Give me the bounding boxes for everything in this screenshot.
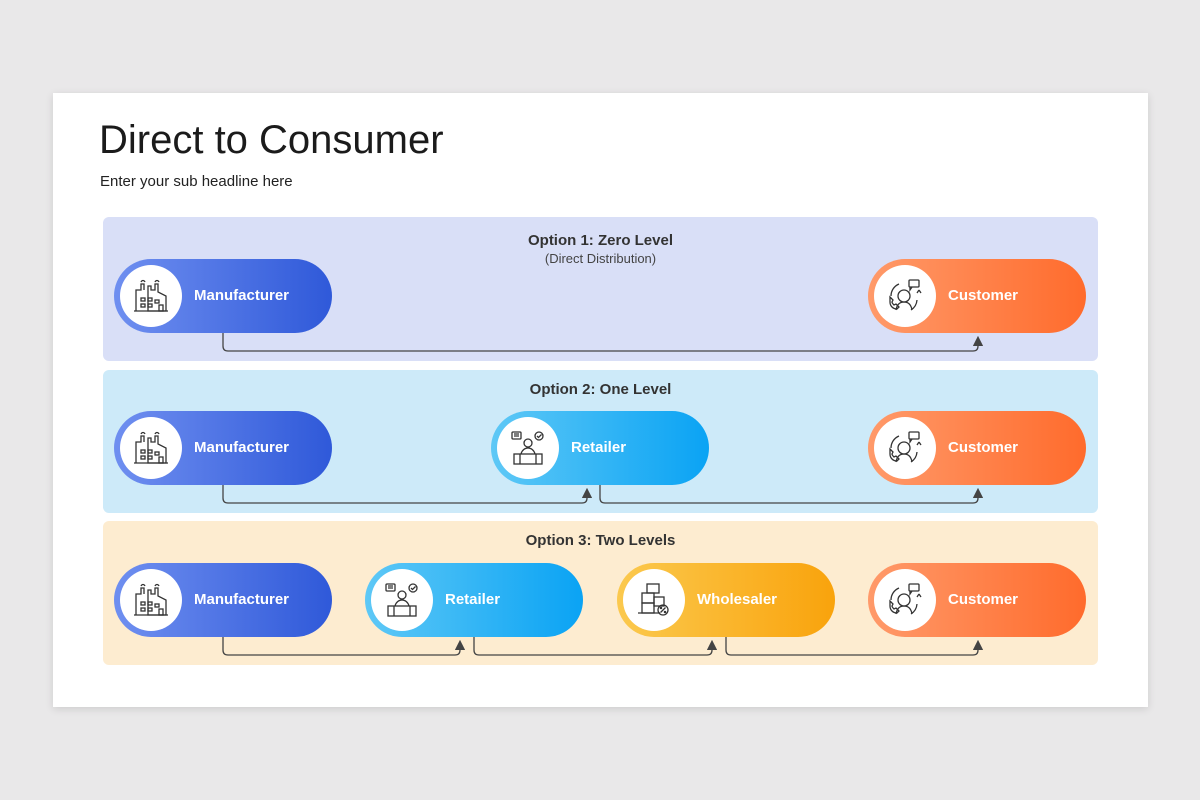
option-3-title: Option 3: Two Levels	[525, 532, 676, 549]
node-label: Manufacturer	[194, 287, 290, 304]
connector-3-manufacturer-retailer	[222, 637, 466, 656]
option-3-manufacturer-node[interactable]: Manufacturer	[114, 563, 332, 637]
connector-3-retailer-wholesaler	[473, 637, 718, 656]
connector-2-manufacturer-retailer	[222, 485, 593, 504]
customer-support-icon	[874, 417, 936, 479]
factory-icon	[120, 417, 182, 479]
option-2-retailer-node[interactable]: Retailer	[491, 411, 709, 485]
boxes-discount-icon	[623, 569, 685, 631]
factory-icon	[120, 265, 182, 327]
option-3-wholesaler-node[interactable]: Wholesaler	[617, 563, 835, 637]
option-2-manufacturer-node[interactable]: Manufacturer	[114, 411, 332, 485]
node-label: Retailer	[445, 591, 501, 608]
node-label: Customer	[948, 287, 1019, 304]
option-2-customer-node[interactable]: Customer	[868, 411, 1086, 485]
option-1-title: Option 1: Zero Level	[527, 232, 674, 249]
connector-1-manufacturer-customer	[222, 333, 984, 352]
customer-support-icon	[874, 569, 936, 631]
node-label: Manufacturer	[194, 439, 290, 456]
retailer-icon	[371, 569, 433, 631]
option-1-subtitle: (Direct Distribution)	[544, 251, 657, 266]
retailer-icon	[497, 417, 559, 479]
option-2-title: Option 2: One Level	[529, 381, 672, 398]
option-3-retailer-node[interactable]: Retailer	[365, 563, 583, 637]
node-label: Wholesaler	[697, 591, 778, 608]
factory-icon	[120, 569, 182, 631]
option-1-customer-node[interactable]: Customer	[868, 259, 1086, 333]
node-label: Retailer	[571, 439, 627, 456]
node-label: Manufacturer	[194, 591, 290, 608]
option-1-manufacturer-node[interactable]: Manufacturer	[114, 259, 332, 333]
node-label: Customer	[948, 439, 1019, 456]
page-subtitle: Enter your sub headline here	[100, 173, 293, 190]
node-label: Customer	[948, 591, 1019, 608]
connector-2-retailer-customer	[599, 485, 984, 504]
customer-support-icon	[874, 265, 936, 327]
page-title: Direct to Consumer	[99, 118, 444, 162]
connector-3-wholesaler-customer	[725, 637, 984, 656]
option-3-customer-node[interactable]: Customer	[868, 563, 1086, 637]
